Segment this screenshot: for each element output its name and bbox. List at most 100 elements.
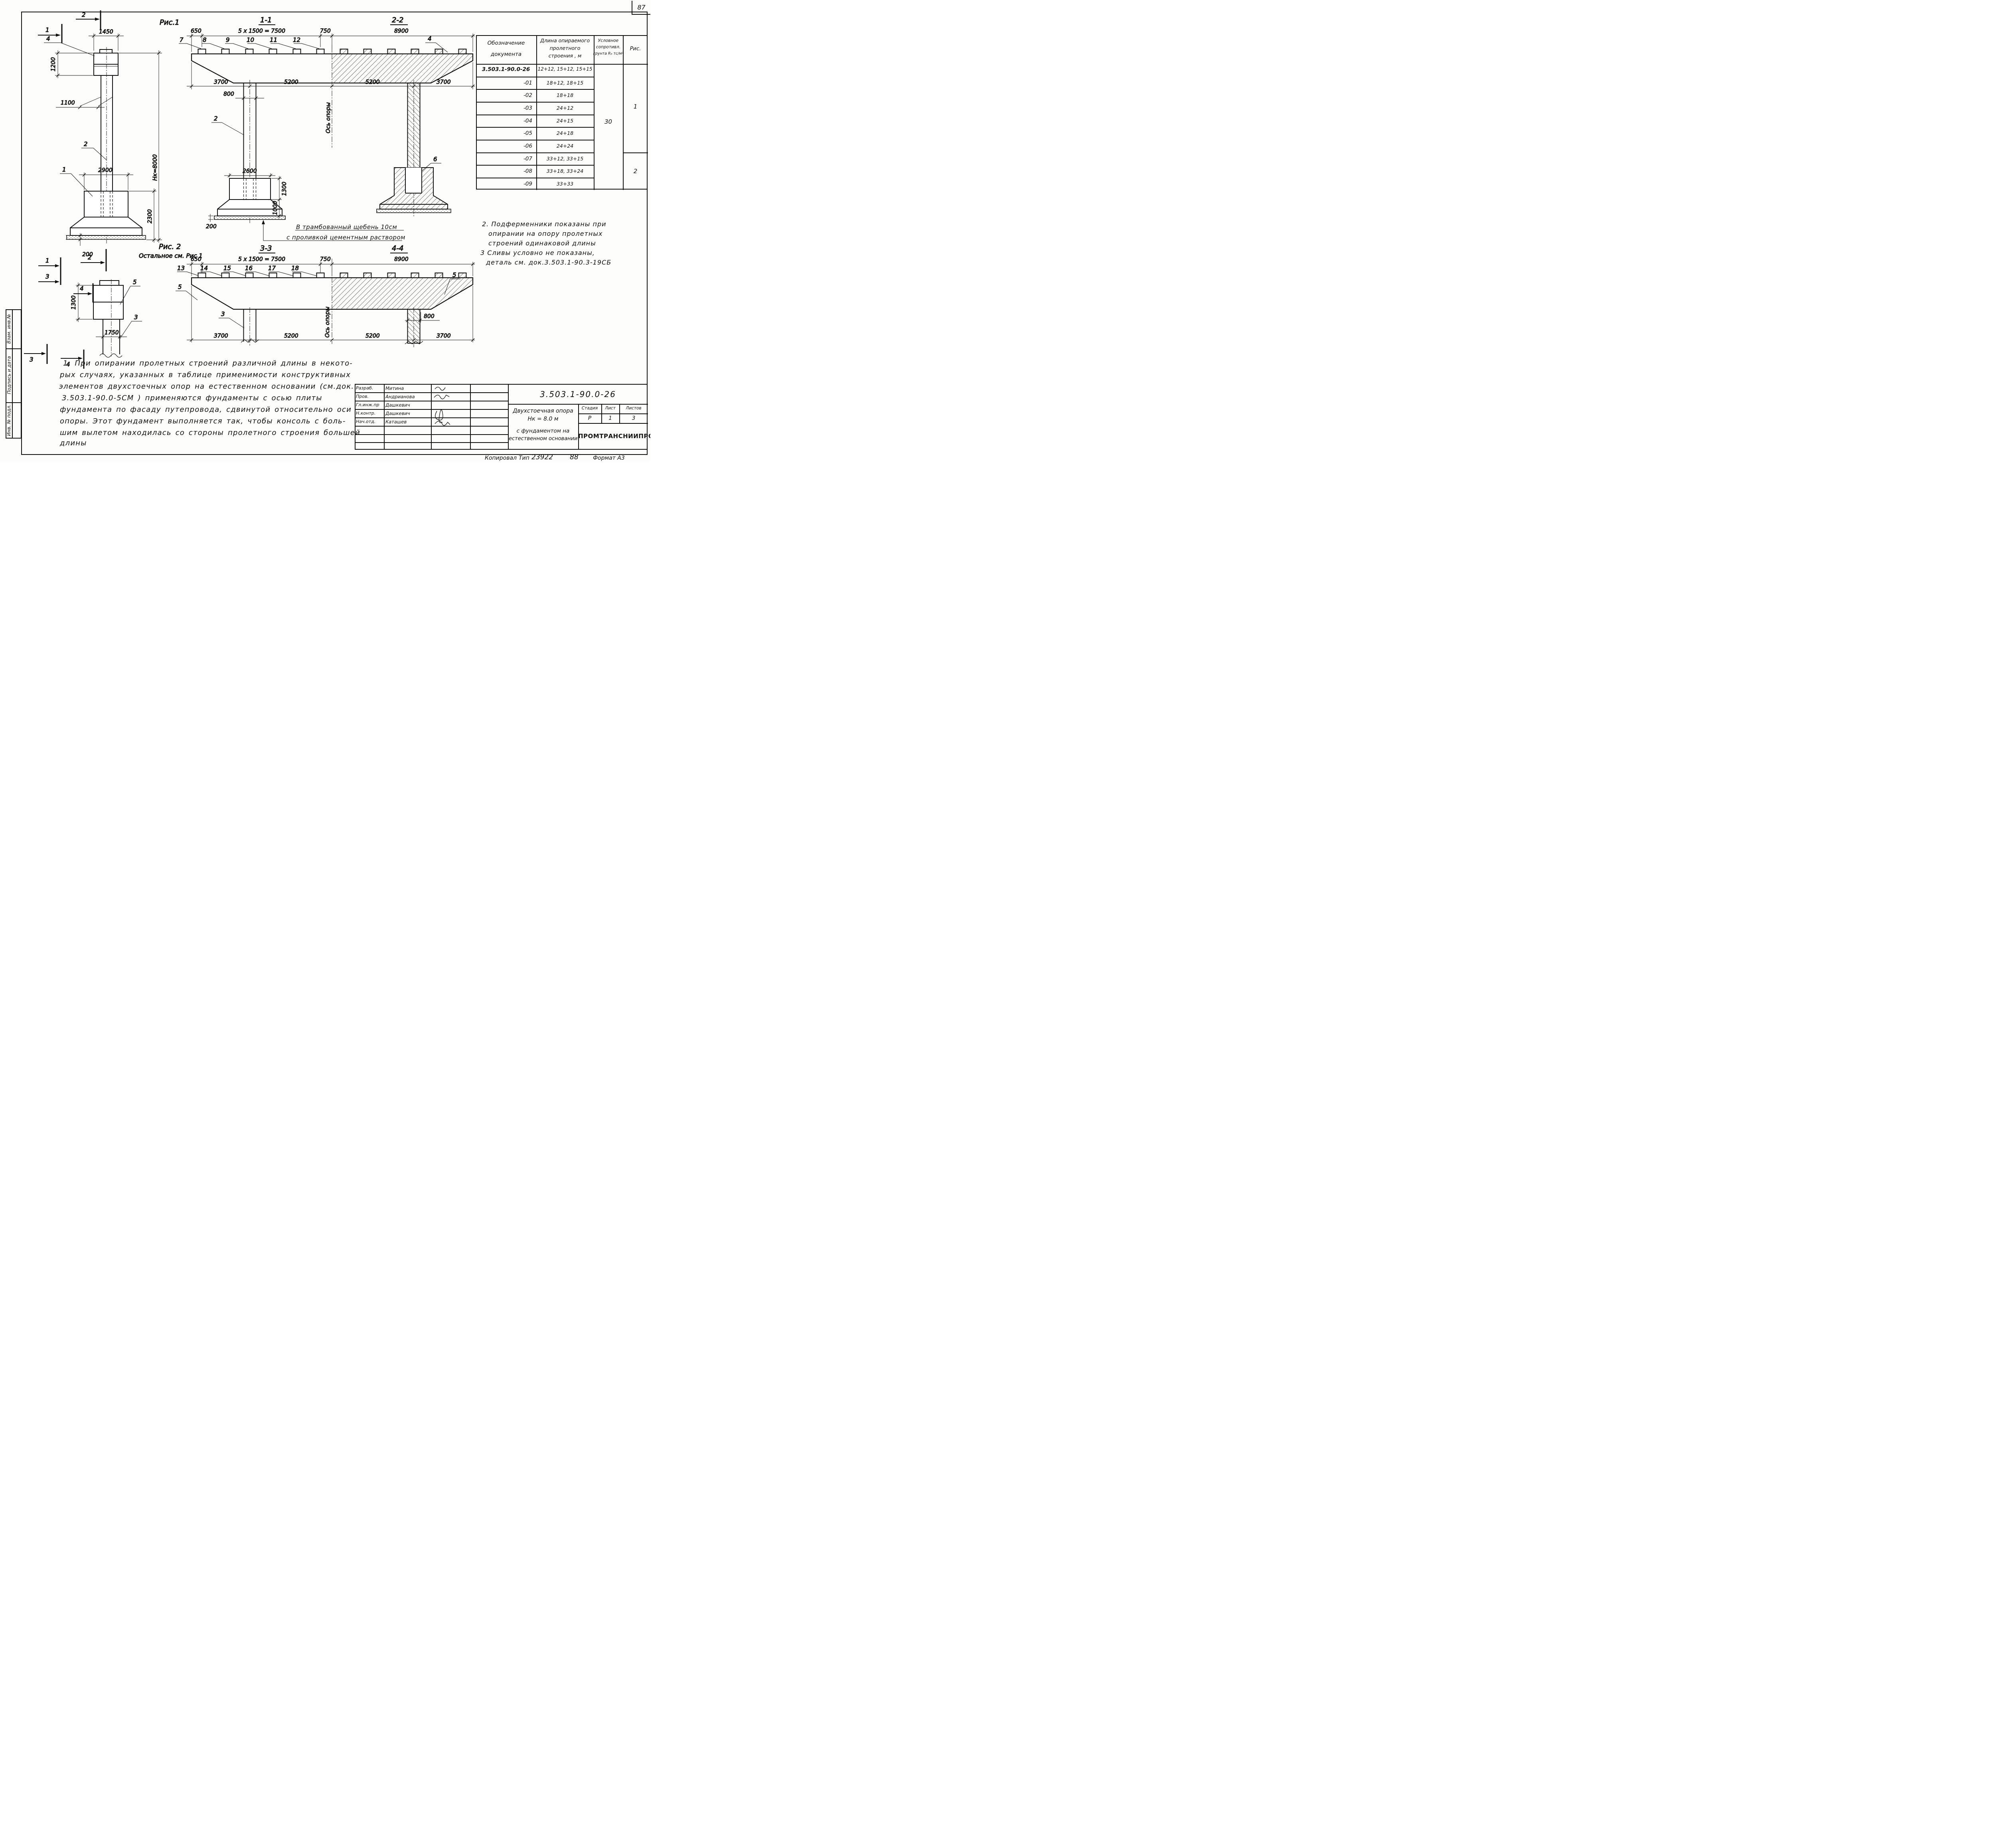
note1-l1: 1. При опирании пролетных строений разли… <box>63 359 353 368</box>
sec34-callout-5r: 5 <box>452 271 456 279</box>
sec12-callout-8: 8 <box>203 36 207 43</box>
th-fig: Рис. <box>630 46 641 52</box>
sec34-dim-800: 800 <box>424 313 435 320</box>
fig1-dim-1100: 1100 <box>61 100 75 106</box>
th-doc-2: документа <box>490 51 522 57</box>
sec34-dim-7500: 5 х 1500 = 7500 <box>238 256 285 263</box>
fig1-dim-1450: 1450 <box>99 29 113 35</box>
fig2-elevation: Рис. 2 Остальное см. Рис 1 1300 1750 5 3 <box>24 243 203 369</box>
note1-l8: длины <box>60 439 87 447</box>
gravel-note-line1: В трамбованный щебень 10см <box>296 223 397 231</box>
sec12-title-right: 2-2 <box>392 16 403 24</box>
sec34-axis-label: Ось опоры <box>324 306 331 338</box>
row-doc-3: -03 <box>523 105 532 111</box>
fig1-mark-3: 3 <box>45 273 49 280</box>
row-len-2: 18+18 <box>556 92 574 98</box>
th-doc-1: Обозначение <box>487 40 525 46</box>
note3-l1: 3 Сливы условно не показаны, <box>480 249 595 257</box>
fig1-mark-2: 2 <box>82 11 86 18</box>
fig1-dim-2900: 2900 <box>98 167 113 174</box>
th-res-1: Условное <box>598 38 619 43</box>
sec34-title-right: 4-4 <box>392 244 403 253</box>
section-1-1-2-2: 1-1 2-2 650 <box>179 16 475 241</box>
row-doc-1: -01 <box>523 80 532 86</box>
row-doc-8: -08 <box>523 168 532 174</box>
stamp-role-2: Гл.инж.пр <box>356 402 379 407</box>
sec34-title-left: 3-3 <box>260 244 272 253</box>
row-doc-0: 3.503.1-90.0-26 <box>482 66 530 73</box>
row-len-6: 24+24 <box>556 143 574 149</box>
row-len-3: 24+12 <box>556 105 574 111</box>
row-len-9: 33+33 <box>556 181 574 187</box>
note2-l1: 2. Подферменники показаны при <box>482 220 606 228</box>
stamp-title-4: естественном основании <box>509 436 578 442</box>
sec12-callout-9: 9 <box>226 36 230 43</box>
stamp-role-0: Разраб. <box>356 385 373 391</box>
row-doc-7: -07 <box>523 156 532 162</box>
sec34-dim-8900: 8900 <box>394 256 409 263</box>
sec34-dim-5200b: 5200 <box>365 333 380 339</box>
stamp-name-3: Дашкевич <box>385 411 410 416</box>
footer-copied: Копировал <box>485 455 517 461</box>
stamp-name-1: Андрианова <box>385 394 415 399</box>
sec34-dim-5200a: 5200 <box>284 333 298 339</box>
footer-code: 88 <box>570 453 579 461</box>
stamp-role-4: Нач.отд. <box>356 419 376 424</box>
cell-fig-2: 2 <box>633 168 638 175</box>
row-doc-5: -05 <box>523 130 532 136</box>
sec12-found-2600: 2600 <box>243 168 257 174</box>
row-len-1: 18+12, 18+15 <box>546 80 584 86</box>
sec12-dim-7500: 5 х 1500 = 7500 <box>238 28 285 34</box>
sec34-dim-3700a: 3700 <box>214 333 228 339</box>
sec34-callout-17: 17 <box>268 265 276 272</box>
stamp-sheet-value: 1 <box>608 415 612 421</box>
stamp-name-4: Каташев <box>385 419 407 425</box>
sec34-dim-650: 650 <box>191 256 201 263</box>
footer-format: Формат А3 <box>593 455 625 461</box>
sec12-callout-10: 10 <box>247 36 254 43</box>
sec34-callout-15: 15 <box>223 265 231 272</box>
sec12-dim-5200a: 5200 <box>284 79 298 85</box>
stamp-name-2: Дашкевич <box>385 402 410 408</box>
stamp-title-2: Нк = 8.0 м <box>527 416 559 422</box>
sec12-callout-12: 12 <box>293 36 300 43</box>
sec12-dim-800: 800 <box>223 91 234 97</box>
stamp-signatures <box>434 387 450 426</box>
row-len-8: 33+18, 33+24 <box>546 168 584 174</box>
stamp-company: ПРОМТРАНСНИИПРОЕКТ <box>578 433 650 440</box>
gravel-note-line2: с проливкой цементным раствором <box>286 234 405 241</box>
note2-l3: строений одинаковой длины <box>488 239 596 247</box>
cell-resistance: 30 <box>604 118 612 125</box>
row-len-5: 24+18 <box>556 130 574 136</box>
fig1-title: Рис.1 <box>160 18 180 27</box>
fig1-elevation: Рис.1 1 2 <box>38 10 180 302</box>
row-len-0: 12+12, 15+12, 15+15 <box>537 66 593 72</box>
note1-l6: опоры. Этот фундамент выполняется так, ч… <box>60 417 346 425</box>
sec12-callout-11: 11 <box>270 36 277 43</box>
cell-fig-1: 1 <box>633 103 638 110</box>
page-number: 87 <box>637 4 646 11</box>
th-len-1: Длина опираемого <box>540 38 590 43</box>
fig1-dim-200: 200 <box>82 251 93 258</box>
row-doc-2: -02 <box>523 92 532 99</box>
fig2-callout-3: 3 <box>134 314 138 321</box>
sec12-callout-6: 6 <box>433 156 437 163</box>
drawing-canvas: Рис.1 1 2 <box>24 10 475 426</box>
stamp-sheet-label: Лист <box>605 406 616 411</box>
sec12-dim-3700a: 3700 <box>214 79 228 85</box>
sec12-found-1300: 1300 <box>281 182 288 196</box>
sheet-frame <box>21 12 648 455</box>
sec12-title-left: 1-1 <box>260 16 272 24</box>
fig1-mark-4: 4 <box>80 285 84 292</box>
fig1-dim-hk: Hк=8000 <box>152 154 158 181</box>
sec34-callout-13: 13 <box>177 265 185 272</box>
sec34-callout-5l: 5 <box>178 283 182 291</box>
fig2-callout-5: 5 <box>133 279 137 286</box>
stamp-role-1: Пров. <box>356 394 369 399</box>
stamp-stage-value: Р <box>588 415 592 421</box>
sec12-dim-3700b: 3700 <box>437 79 451 85</box>
fig1-dim-1200: 1200 <box>50 57 57 71</box>
row-len-4: 24+15 <box>556 118 574 124</box>
stamp-sheets-label: Листов <box>626 406 642 411</box>
stamp-stage-label: Стадия <box>581 406 598 411</box>
